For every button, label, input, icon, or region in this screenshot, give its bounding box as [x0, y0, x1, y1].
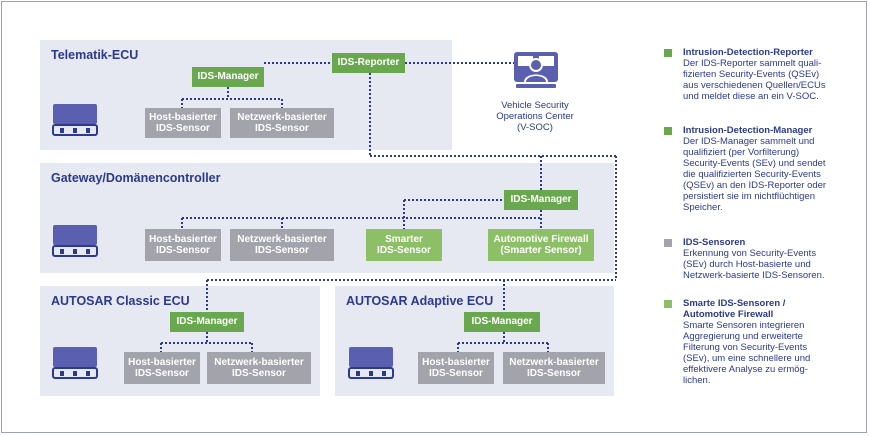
legend-swatch [664, 300, 672, 308]
legend-swatch [664, 239, 672, 247]
ecu-chip-icon [348, 347, 394, 379]
telematik-network-sensor-box: Netzwerk-basierter IDS-Sensor [230, 108, 334, 138]
gateway-automotive-firewall-box: Automotive Firewall (Smarter Sensor) [488, 229, 594, 261]
legend-text: Smarte Sensoren integrieren Aggregierung… [683, 320, 811, 386]
adaptive-network-sensor-box: Netzwerk-basierter IDS-Sensor [503, 352, 605, 384]
legend-title: Intrusion-Detection-Manager [683, 125, 813, 136]
gateway-smart-sensor-box: Smarter IDS-Sensor [366, 229, 442, 261]
legend-item-sensors: IDS-Sensoren Erkennung von Security-Even… [664, 237, 859, 281]
vsoc-label: Vehicle Security Operations Center (V-SO… [496, 100, 574, 133]
classic-ids-manager-box: IDS-Manager [170, 312, 244, 332]
ids-reporter-box: IDS-Reporter [332, 53, 405, 73]
classic-host-sensor-box: Host-basierter IDS-Sensor [124, 352, 200, 384]
gateway-network-sensor-box: Netzwerk-basierter IDS-Sensor [230, 229, 334, 261]
legend-text: Der IDS-Reporter sammelt quali- fizierte… [683, 58, 826, 102]
security-operator-icon [514, 52, 558, 88]
ecu-chip-icon [52, 225, 98, 257]
legend-item-smart-sensors: Smarte IDS-Sensoren / Automotive Firewal… [664, 298, 859, 386]
ecu-chip-icon [52, 104, 98, 136]
legend-title: Intrusion-Detection-Reporter [683, 47, 813, 58]
legend-swatch [664, 127, 672, 135]
adaptive-title: AUTOSAR Adaptive ECU [346, 294, 494, 308]
legend-title: IDS-Sensoren [683, 237, 746, 248]
adaptive-host-sensor-box: Host-basierter IDS-Sensor [418, 352, 494, 384]
legend-title: Smarte IDS-Sensoren / Automotive Firewal… [683, 298, 786, 320]
telematik-host-sensor-box: Host-basierter IDS-Sensor [145, 108, 221, 138]
telematik-title: Telematik-ECU [51, 48, 139, 62]
telematik-ids-manager-box: IDS-Manager [192, 67, 264, 87]
legend-item-manager: Intrusion-Detection-Manager Der IDS-Mana… [664, 125, 859, 213]
classic-network-sensor-box: Netzwerk-basierter IDS-Sensor [207, 352, 311, 384]
classic-title: AUTOSAR Classic ECU [51, 294, 190, 308]
legend-swatch [664, 49, 672, 57]
gateway-title: Gateway/Domänencontroller [51, 171, 221, 185]
gateway-ids-manager-box: IDS-Manager [504, 190, 578, 210]
gateway-host-sensor-box: Host-basierter IDS-Sensor [145, 229, 221, 261]
ecu-chip-icon [52, 347, 98, 379]
legend-text: Der IDS-Manager sammelt und qualifiziert… [683, 136, 827, 213]
legend-item-reporter: Intrusion-Detection-Reporter Der IDS-Rep… [664, 47, 859, 102]
legend-text: Erkennung von Security-Events (SEv) durc… [683, 248, 825, 281]
adaptive-ids-manager-box: IDS-Manager [464, 312, 540, 332]
